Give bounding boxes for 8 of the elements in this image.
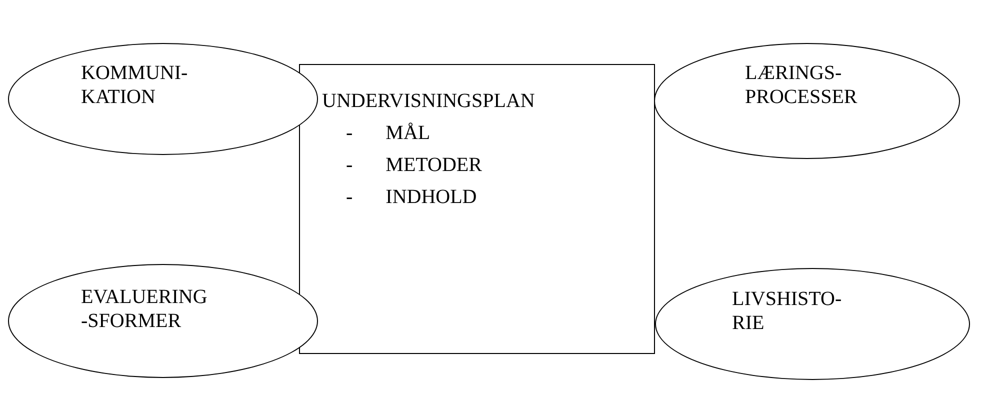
topic-label: LIVSHISTO- RIE — [732, 287, 843, 335]
plan-box — [299, 64, 655, 354]
plan-list-item: - INDHOLD — [346, 185, 478, 210]
topic-label: LÆRINGS- PROCESSER — [745, 61, 858, 109]
topic-label: KOMMUNI- KATION — [81, 61, 189, 109]
plan-list-item: - METODER — [346, 153, 483, 178]
plan-heading: UNDERVISNINGSPLAN — [322, 89, 536, 114]
plan-list-item: - MÅL — [346, 121, 432, 146]
